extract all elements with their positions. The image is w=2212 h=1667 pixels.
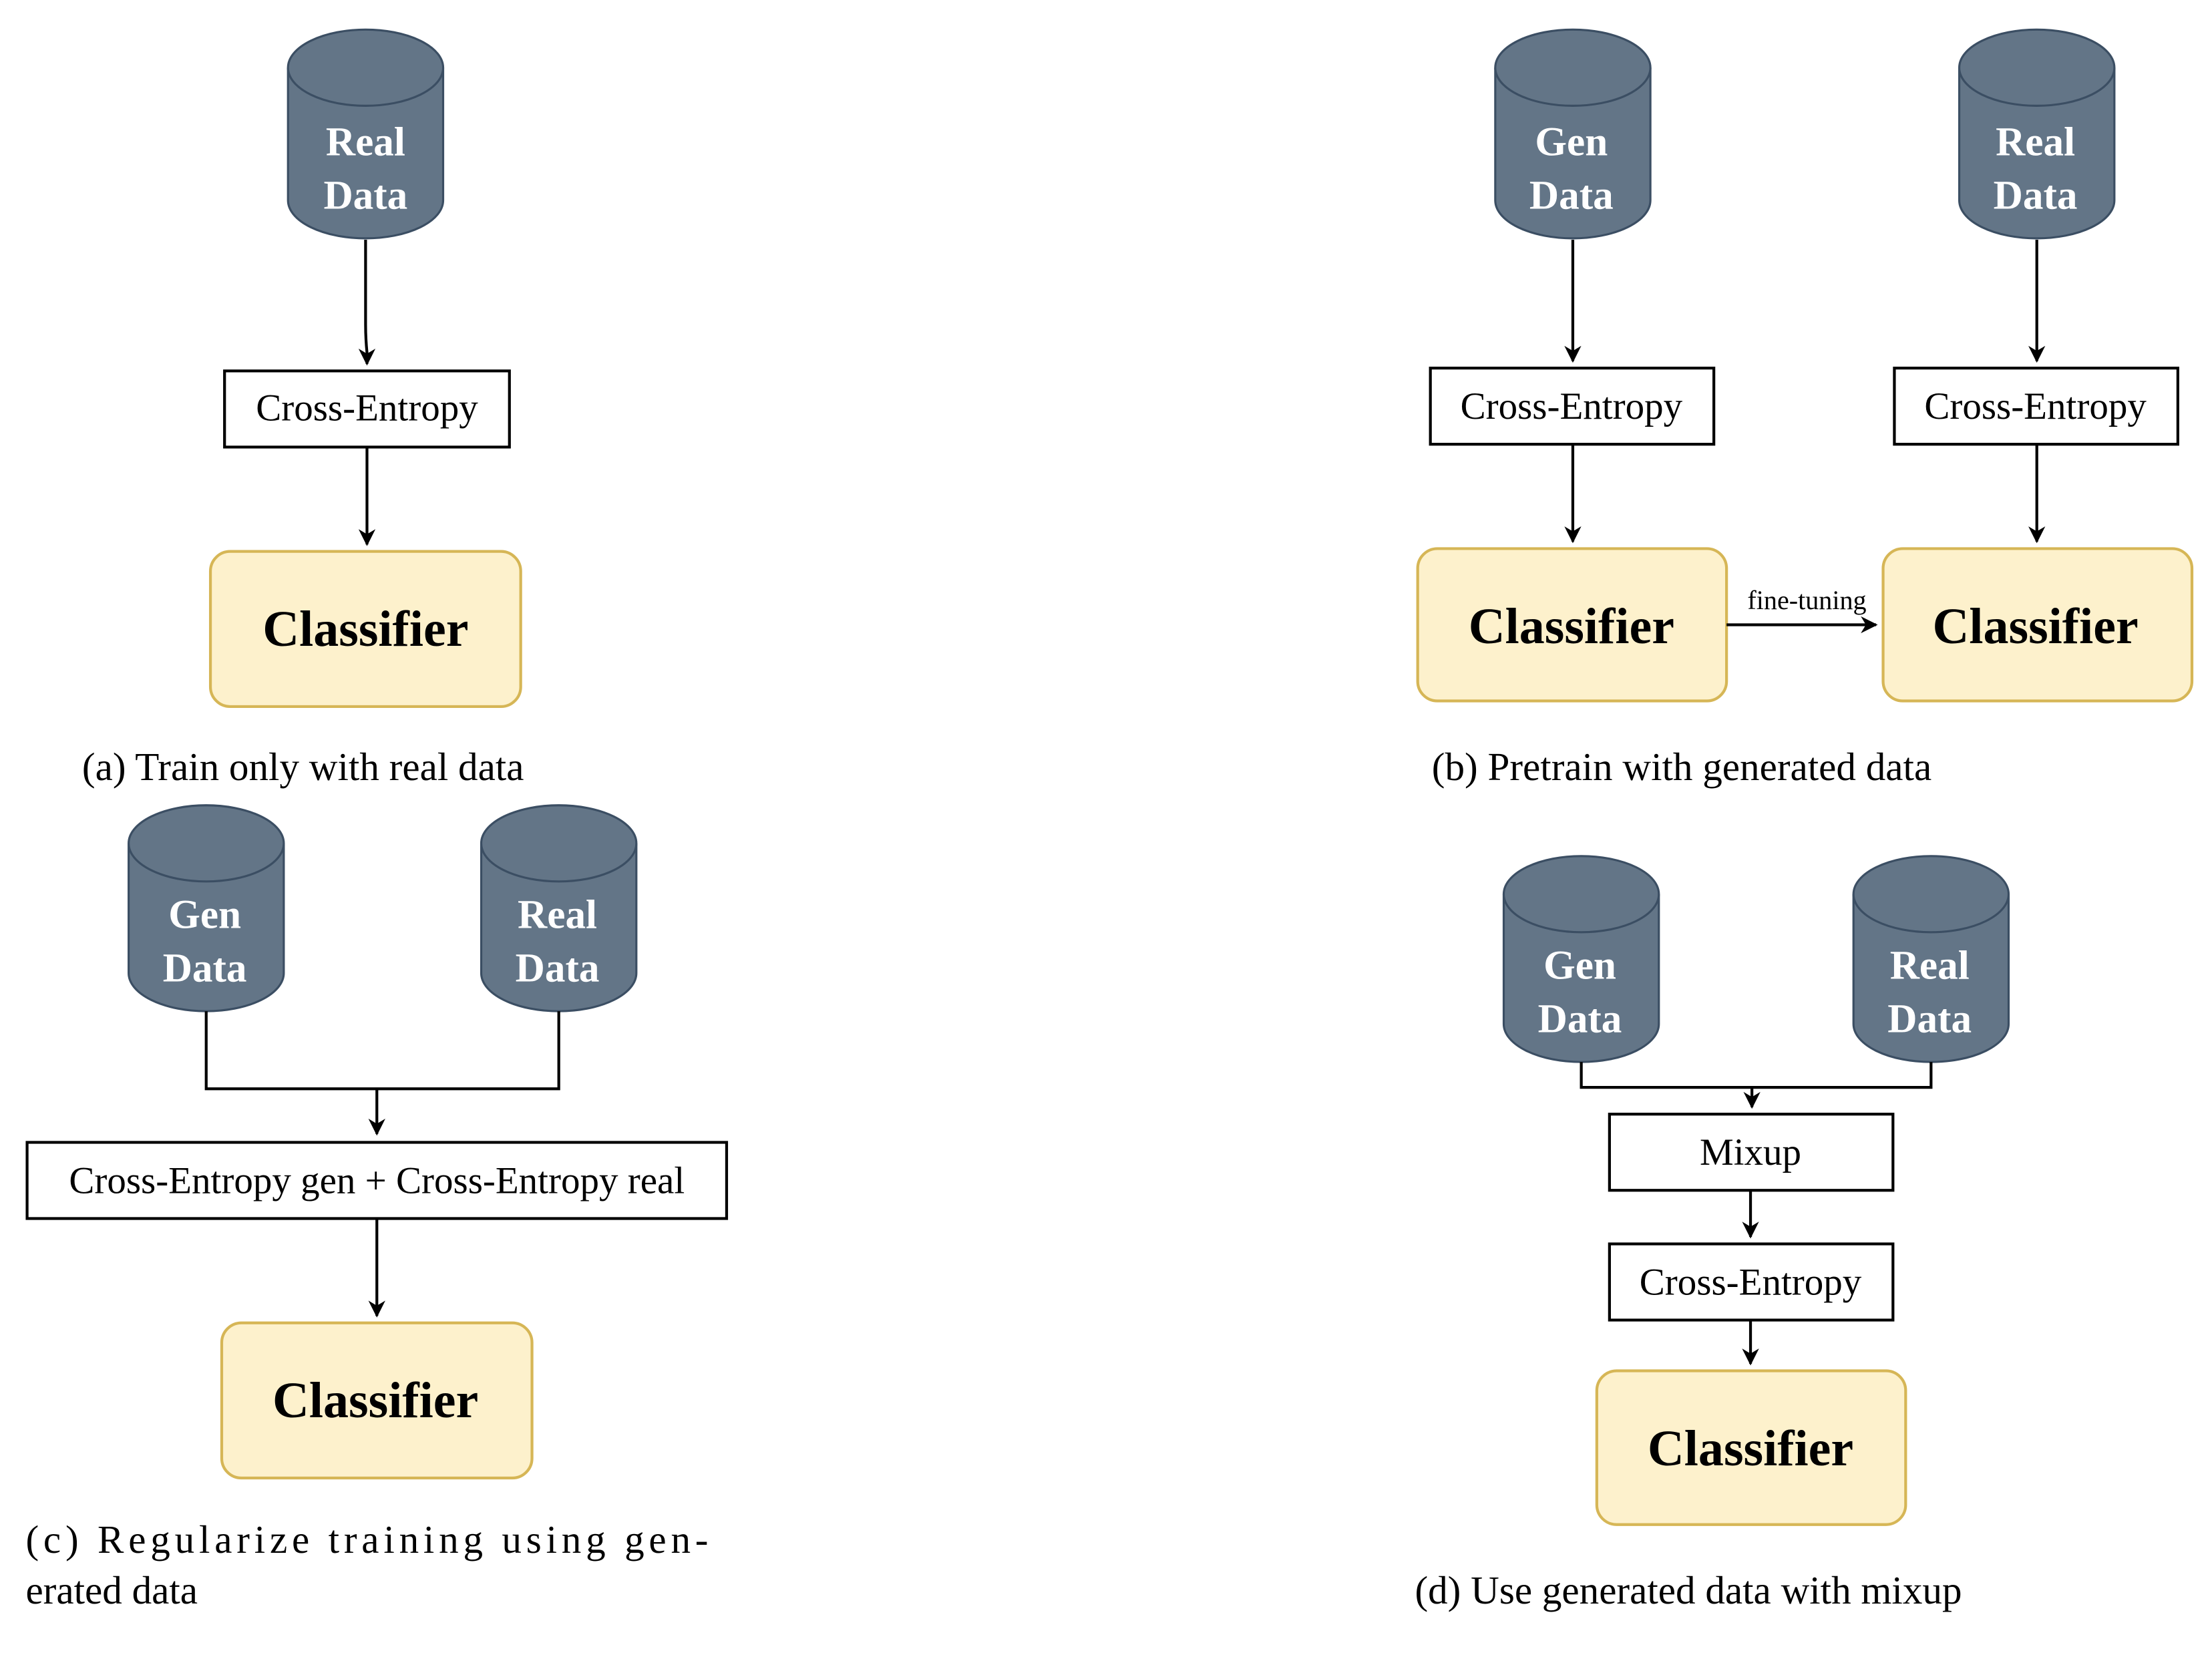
cylinder-label-line2: Data bbox=[1529, 173, 1614, 218]
classifier-label: Classifier bbox=[272, 1372, 478, 1429]
loss-label: Cross-Entropy bbox=[1924, 385, 2147, 427]
loss-label: Cross-Entropy bbox=[1640, 1262, 1862, 1304]
combined-loss-box: Cross-Entropy gen + Cross-Entropy real bbox=[25, 1141, 729, 1220]
cylinder-label-line2: Data bbox=[1994, 173, 2078, 218]
loss-label: Cross-Entropy bbox=[1461, 385, 1683, 427]
cylinder-label-line1: Real bbox=[326, 119, 405, 164]
panel-c: Gen Data Real Data Cross-Entropy gen + C… bbox=[25, 804, 729, 1612]
caption-c-line1: (c) Regularize training using gen- bbox=[25, 1517, 708, 1561]
real-data-cylinder: Real Data bbox=[1852, 855, 2010, 1063]
cylinder-label-line1: Real bbox=[1996, 119, 2075, 164]
classifier-finetune-box: Classifier bbox=[1881, 547, 2194, 703]
classifier-box: Classifier bbox=[220, 1321, 534, 1480]
classifier-box: Classifier bbox=[208, 550, 522, 709]
mixup-label: Mixup bbox=[1700, 1131, 1801, 1173]
real-data-cylinder: Real Data bbox=[1958, 28, 2116, 240]
cylinder-label-line1: Gen bbox=[1535, 119, 1608, 164]
fine-tuning-label: fine-tuning bbox=[1747, 585, 1866, 615]
classifier-pretrain-box: Classifier bbox=[1416, 547, 1728, 703]
classifier-box: Classifier bbox=[1595, 1369, 1907, 1526]
cross-entropy-real-box: Cross-Entropy bbox=[1893, 367, 2179, 446]
edge-merge bbox=[204, 1011, 560, 1091]
panel-d: Gen Data Real Data Mixup Cross-Entropy C… bbox=[1415, 855, 2010, 1612]
panel-b: Gen Data Real Data Cross-Entropy Cross-E… bbox=[1416, 28, 2194, 789]
edge-data-to-loss bbox=[358, 239, 376, 366]
caption-a: (a) Train only with real data bbox=[82, 745, 524, 789]
cross-entropy-gen-box: Cross-Entropy bbox=[1429, 367, 1716, 446]
classifier-label: Classifier bbox=[1469, 598, 1674, 655]
gen-data-cylinder: Gen Data bbox=[1502, 855, 1660, 1063]
caption-c-line2: erated data bbox=[25, 1568, 198, 1612]
loss-label: Cross-Entropy gen + Cross-Entropy real bbox=[69, 1159, 685, 1201]
gen-data-cylinder: Gen Data bbox=[128, 804, 285, 1012]
real-data-cylinder: Real Data bbox=[480, 804, 638, 1012]
edge-merge bbox=[1580, 1062, 1933, 1089]
mixup-box: Mixup bbox=[1608, 1113, 1895, 1192]
classifier-label: Classifier bbox=[1648, 1421, 1853, 1477]
gen-data-cylinder: Gen Data bbox=[1494, 28, 1652, 240]
cylinder-label-line2: Data bbox=[163, 946, 247, 991]
panel-a: Real Data Cross-Entropy Classifier (a) T… bbox=[82, 28, 524, 789]
cross-entropy-box: Cross-Entropy bbox=[223, 369, 511, 449]
cylinder-label-line2: Data bbox=[516, 946, 600, 991]
caption-b: (b) Pretrain with generated data bbox=[1432, 745, 1931, 789]
cylinder-label-line2: Data bbox=[1538, 996, 1622, 1042]
cylinder-label-line2: Data bbox=[323, 173, 407, 218]
classifier-label: Classifier bbox=[1932, 598, 2138, 655]
cylinder-label-line1: Gen bbox=[168, 892, 241, 937]
cylinder-label-line1: Real bbox=[1890, 943, 1970, 988]
cylinder-label-line1: Gen bbox=[1543, 943, 1616, 988]
caption-d: (d) Use generated data with mixup bbox=[1415, 1568, 1962, 1612]
cylinder-label-line2: Data bbox=[1887, 996, 1972, 1042]
classifier-label: Classifier bbox=[262, 601, 468, 657]
real-data-cylinder: Real Data bbox=[287, 28, 445, 240]
cylinder-label-line1: Real bbox=[518, 892, 597, 937]
cross-entropy-box: Cross-Entropy bbox=[1608, 1242, 1895, 1322]
loss-label: Cross-Entropy bbox=[256, 387, 478, 429]
